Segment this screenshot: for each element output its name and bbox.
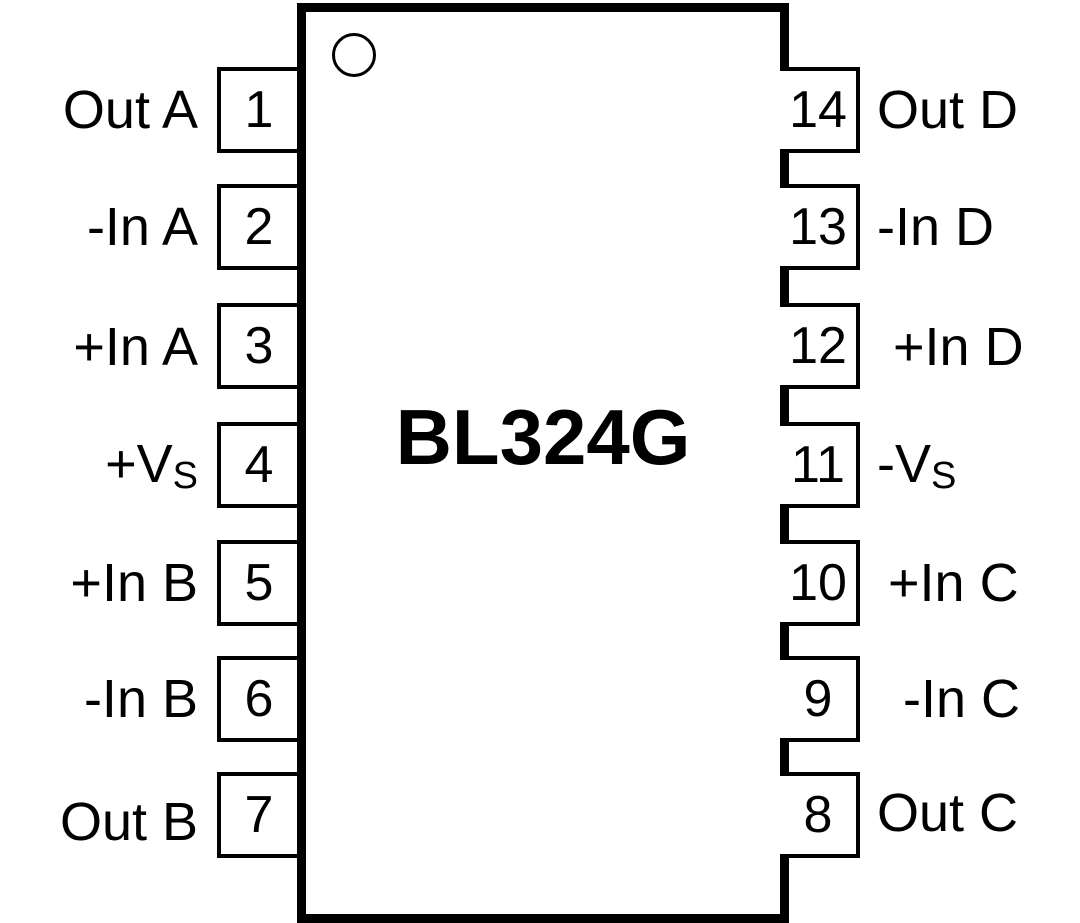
pin-name-14: Out D [877,80,1019,140]
pin-11: 11 [780,422,860,508]
pin-name-1: Out A [62,80,198,140]
pin-number: 6 [244,670,274,728]
pin-number: 8 [803,786,833,844]
pin-name-2: -In A [86,197,198,257]
pin-10: 10 [780,540,860,626]
pin-name-13: -In D [877,197,995,257]
pin-name-7: Out B [59,792,198,852]
pin-number: 7 [244,786,274,844]
part-number-label: BL324G [395,393,691,481]
pin-13: 13 [780,184,860,270]
pin-name-11: -VS [877,434,957,497]
ic-package-body [297,3,789,923]
pin-name-12: +In D [893,317,1024,377]
pin-name-6: -In B [83,669,198,729]
pin-number: 2 [244,198,274,256]
pin-number: 10 [789,554,847,612]
pin-14: 14 [780,67,860,153]
pin-number: 5 [244,554,274,612]
pin-1: 1 [217,67,297,153]
pin1-indicator-icon [332,33,376,77]
pin-9: 9 [780,656,860,742]
pin-number: 4 [244,436,274,494]
pin-7: 7 [217,772,297,858]
pin-name-3: +In A [73,317,198,377]
pin-4: 4 [217,422,297,508]
pin-6: 6 [217,656,297,742]
pin-number: 9 [803,670,833,728]
pin-number: 13 [789,198,847,256]
pin-number: 1 [244,81,274,139]
pin-3: 3 [217,303,297,389]
pin-name-9: -In C [903,669,1021,729]
pin-5: 5 [217,540,297,626]
pin-number: 11 [791,436,845,494]
pin-2: 2 [217,184,297,270]
pin-number: 14 [789,81,847,139]
pin-8: 8 [780,772,860,858]
pin-number: 3 [244,317,274,375]
pin-name-5: +In B [70,553,198,613]
pin-name-4: +VS [105,434,198,497]
pin-name-10: +In C [888,553,1019,613]
pin-name-8: Out C [877,783,1019,843]
pin-number: 12 [789,317,847,375]
pin-12: 12 [780,303,860,389]
